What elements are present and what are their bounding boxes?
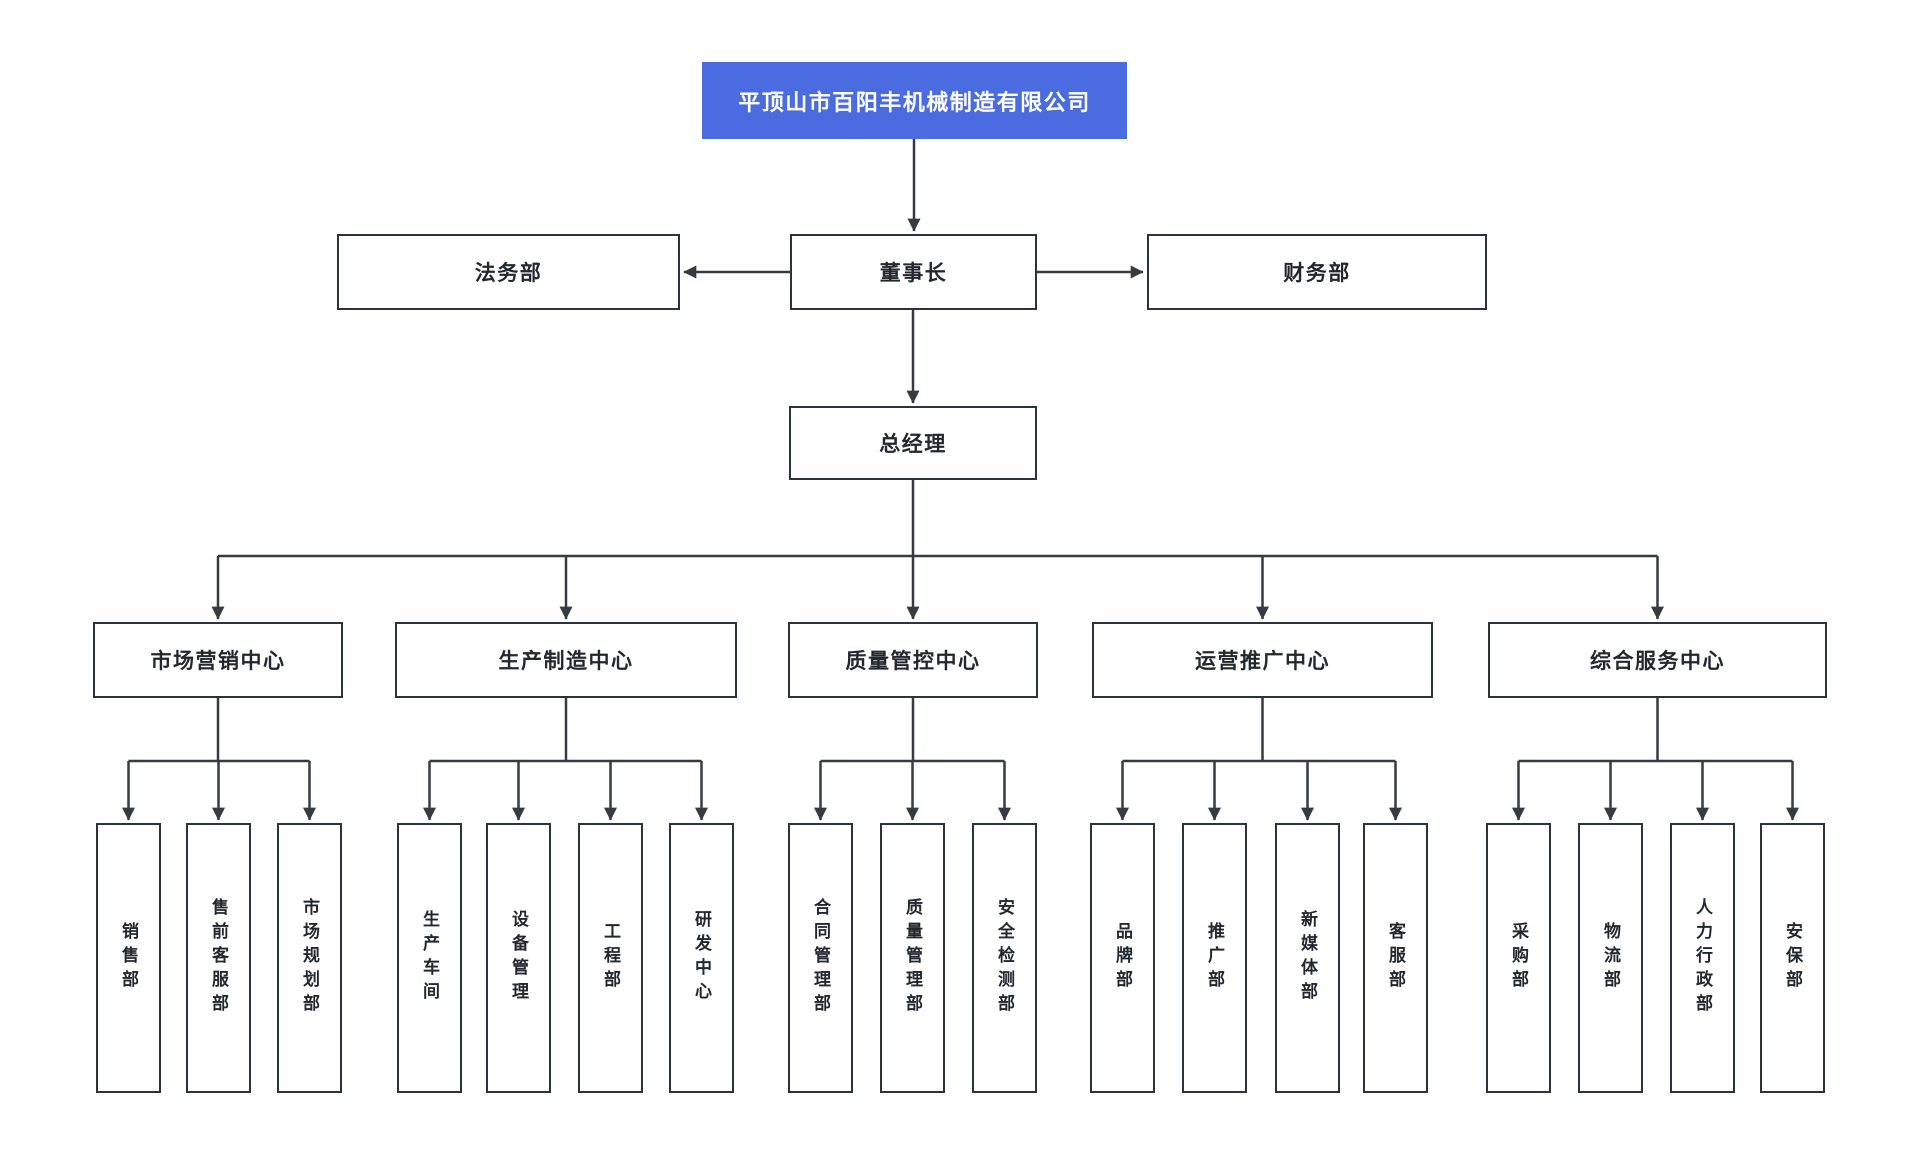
engineering-dept-label: 工程部 <box>601 922 620 994</box>
quality-center-label: 质量管控中心 <box>845 650 981 673</box>
chairman-label: 董事长 <box>879 262 948 285</box>
safety-inspection-dept-label: 安全检测部 <box>995 898 1014 1018</box>
quality-center-box: 质量管控中心 <box>788 622 1038 698</box>
rd-center-box: 研发中心 <box>669 823 734 1093</box>
new-media-dept-label: 新媒体部 <box>1298 910 1317 1006</box>
marketing-center-label: 市场营销中心 <box>150 650 286 673</box>
chairman-box: 董事长 <box>790 234 1037 310</box>
quality-management-dept-box: 质量管理部 <box>880 823 945 1093</box>
customer-service-dept-box: 客服部 <box>1363 823 1428 1093</box>
production-center-box: 生产制造中心 <box>395 622 737 698</box>
general-manager-label: 总经理 <box>879 433 947 456</box>
finance-dept-box: 财务部 <box>1147 234 1487 310</box>
services-center-box: 综合服务中心 <box>1488 622 1827 698</box>
safety-inspection-dept-box: 安全检测部 <box>972 823 1037 1093</box>
presales-service-dept-box: 售前客服部 <box>186 823 251 1093</box>
legal-dept-box: 法务部 <box>337 234 680 310</box>
market-planning-dept-label: 市场规划部 <box>300 898 319 1018</box>
services-center-label: 综合服务中心 <box>1590 650 1725 673</box>
brand-dept-box: 品牌部 <box>1090 823 1155 1093</box>
promotion-dept-box: 推广部 <box>1182 823 1247 1093</box>
operations-center-box: 运营推广中心 <box>1092 622 1433 698</box>
security-dept-label: 安保部 <box>1783 922 1802 994</box>
contract-management-dept-label: 合同管理部 <box>811 898 830 1018</box>
production-center-label: 生产制造中心 <box>498 650 634 673</box>
logistics-dept-box: 物流部 <box>1578 823 1643 1093</box>
hr-admin-dept-label: 人力行政部 <box>1693 898 1712 1018</box>
company-root-label: 平顶山市百阳丰机械制造有限公司 <box>738 89 1091 115</box>
logistics-dept-label: 物流部 <box>1601 922 1620 994</box>
market-planning-dept-box: 市场规划部 <box>277 823 342 1093</box>
production-workshop-label: 生产车间 <box>420 910 439 1006</box>
security-dept-box: 安保部 <box>1760 823 1825 1093</box>
operations-center-label: 运营推广中心 <box>1195 650 1330 673</box>
legal-dept-label: 法务部 <box>474 262 543 285</box>
finance-dept-label: 财务部 <box>1283 262 1351 285</box>
procurement-dept-box: 采购部 <box>1486 823 1551 1093</box>
customer-service-dept-label: 客服部 <box>1386 922 1405 994</box>
sales-dept-box: 销售部 <box>96 823 161 1093</box>
production-workshop-box: 生产车间 <box>397 823 462 1093</box>
hr-admin-dept-box: 人力行政部 <box>1670 823 1735 1093</box>
brand-dept-label: 品牌部 <box>1113 922 1132 994</box>
marketing-center-box: 市场营销中心 <box>93 622 343 698</box>
promotion-dept-label: 推广部 <box>1205 922 1224 994</box>
rd-center-label: 研发中心 <box>692 910 711 1006</box>
quality-management-dept-label: 质量管理部 <box>903 898 922 1018</box>
new-media-dept-box: 新媒体部 <box>1275 823 1340 1093</box>
procurement-dept-label: 采购部 <box>1509 922 1528 994</box>
engineering-dept-box: 工程部 <box>578 823 643 1093</box>
sales-dept-label: 销售部 <box>119 922 138 994</box>
equipment-management-label: 设备管理 <box>509 910 528 1006</box>
presales-service-dept-label: 售前客服部 <box>209 898 228 1018</box>
company-root-box: 平顶山市百阳丰机械制造有限公司 <box>702 62 1127 139</box>
contract-management-dept-box: 合同管理部 <box>788 823 853 1093</box>
general-manager-box: 总经理 <box>789 406 1037 480</box>
equipment-management-box: 设备管理 <box>486 823 551 1093</box>
